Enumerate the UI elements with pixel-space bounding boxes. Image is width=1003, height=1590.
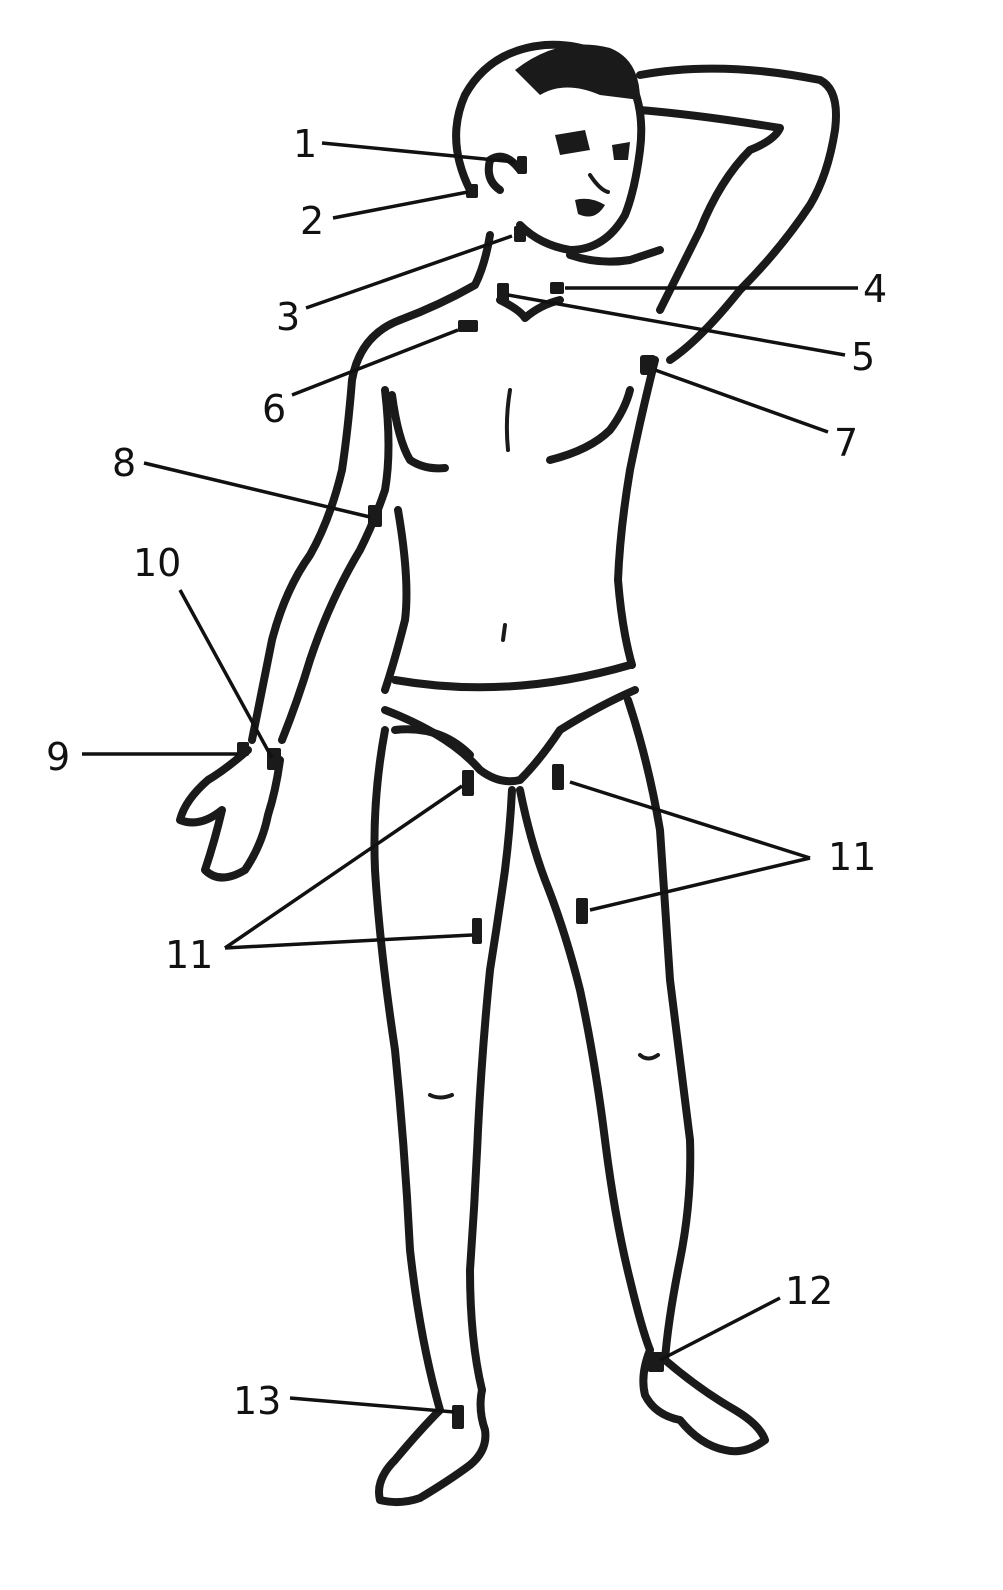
torso-left <box>381 506 411 694</box>
leader-12 <box>659 1296 781 1362</box>
mark-12 <box>648 1352 664 1372</box>
label-6: 6 <box>262 387 286 431</box>
label-5: 5 <box>851 335 875 379</box>
mark-1 <box>517 156 527 174</box>
mark-2 <box>466 184 478 198</box>
left-leg-inner <box>466 786 516 1394</box>
leader-13 <box>289 1396 455 1414</box>
label-2: 2 <box>300 199 324 243</box>
leader-7 <box>654 368 829 434</box>
leader-1 <box>321 141 516 164</box>
leader-8 <box>143 461 371 519</box>
nose <box>588 173 610 194</box>
point-marks <box>237 156 664 1429</box>
right-leg-outer <box>624 696 769 1456</box>
mark-9 <box>237 742 249 756</box>
mark-5 <box>497 283 509 303</box>
mark-11-thigh-right-lower <box>576 898 588 924</box>
navel <box>501 623 507 642</box>
sternum <box>504 388 512 452</box>
torso-right <box>614 356 659 669</box>
neck-right <box>566 246 664 266</box>
leader-11a-upper <box>569 780 811 860</box>
label-13: 13 <box>233 1379 281 1423</box>
chest-left <box>388 391 449 473</box>
briefs-top <box>391 661 634 692</box>
left-hand <box>176 746 284 882</box>
eye-right <box>612 142 630 160</box>
label-11-right: 11 <box>828 835 876 879</box>
raised-arm-outer <box>636 64 840 364</box>
label-1: 1 <box>293 122 317 166</box>
mark-11-thigh-left-lower <box>472 918 482 944</box>
label-11-left: 11 <box>165 933 213 977</box>
raised-arm-inner <box>636 106 784 314</box>
mark-6 <box>458 320 478 332</box>
leader-11a-lower <box>589 856 811 912</box>
right-leg-inner <box>516 786 654 1354</box>
chest-right <box>546 386 634 464</box>
left-arm-inner <box>278 386 393 744</box>
label-8: 8 <box>112 441 136 485</box>
label-4: 4 <box>863 267 887 311</box>
leader-11b-lower <box>224 933 473 950</box>
mark-4 <box>550 282 564 294</box>
mark-7 <box>640 355 656 375</box>
head-outline <box>452 40 646 254</box>
label-9: 9 <box>46 735 70 779</box>
mark-3 <box>514 226 526 242</box>
leader-2 <box>332 190 469 220</box>
mark-11-thigh-left-upper <box>462 770 474 796</box>
leader-3 <box>305 234 513 310</box>
briefs-leg-left <box>391 725 474 759</box>
number-labels: 1 2 3 4 5 6 7 8 10 9 11 11 12 13 <box>46 122 887 1423</box>
right-knee <box>638 1053 660 1061</box>
eye-left <box>555 130 590 155</box>
label-12: 12 <box>785 1269 833 1313</box>
left-knee <box>428 1093 454 1100</box>
label-3: 3 <box>276 295 300 339</box>
mark-13 <box>452 1405 464 1429</box>
mouth <box>575 198 605 217</box>
label-10: 10 <box>133 541 181 585</box>
neck-left <box>396 231 494 324</box>
leader-11b-upper <box>224 784 463 950</box>
leader-10 <box>178 589 274 759</box>
label-7: 7 <box>834 421 858 465</box>
leader-lines <box>82 141 858 1414</box>
left-leg-outer <box>370 726 490 1507</box>
mark-8 <box>368 505 382 527</box>
mark-11-thigh-right-upper <box>552 764 564 790</box>
briefs-bottom <box>381 686 639 786</box>
leader-6 <box>291 328 459 397</box>
leader-5 <box>507 293 846 357</box>
